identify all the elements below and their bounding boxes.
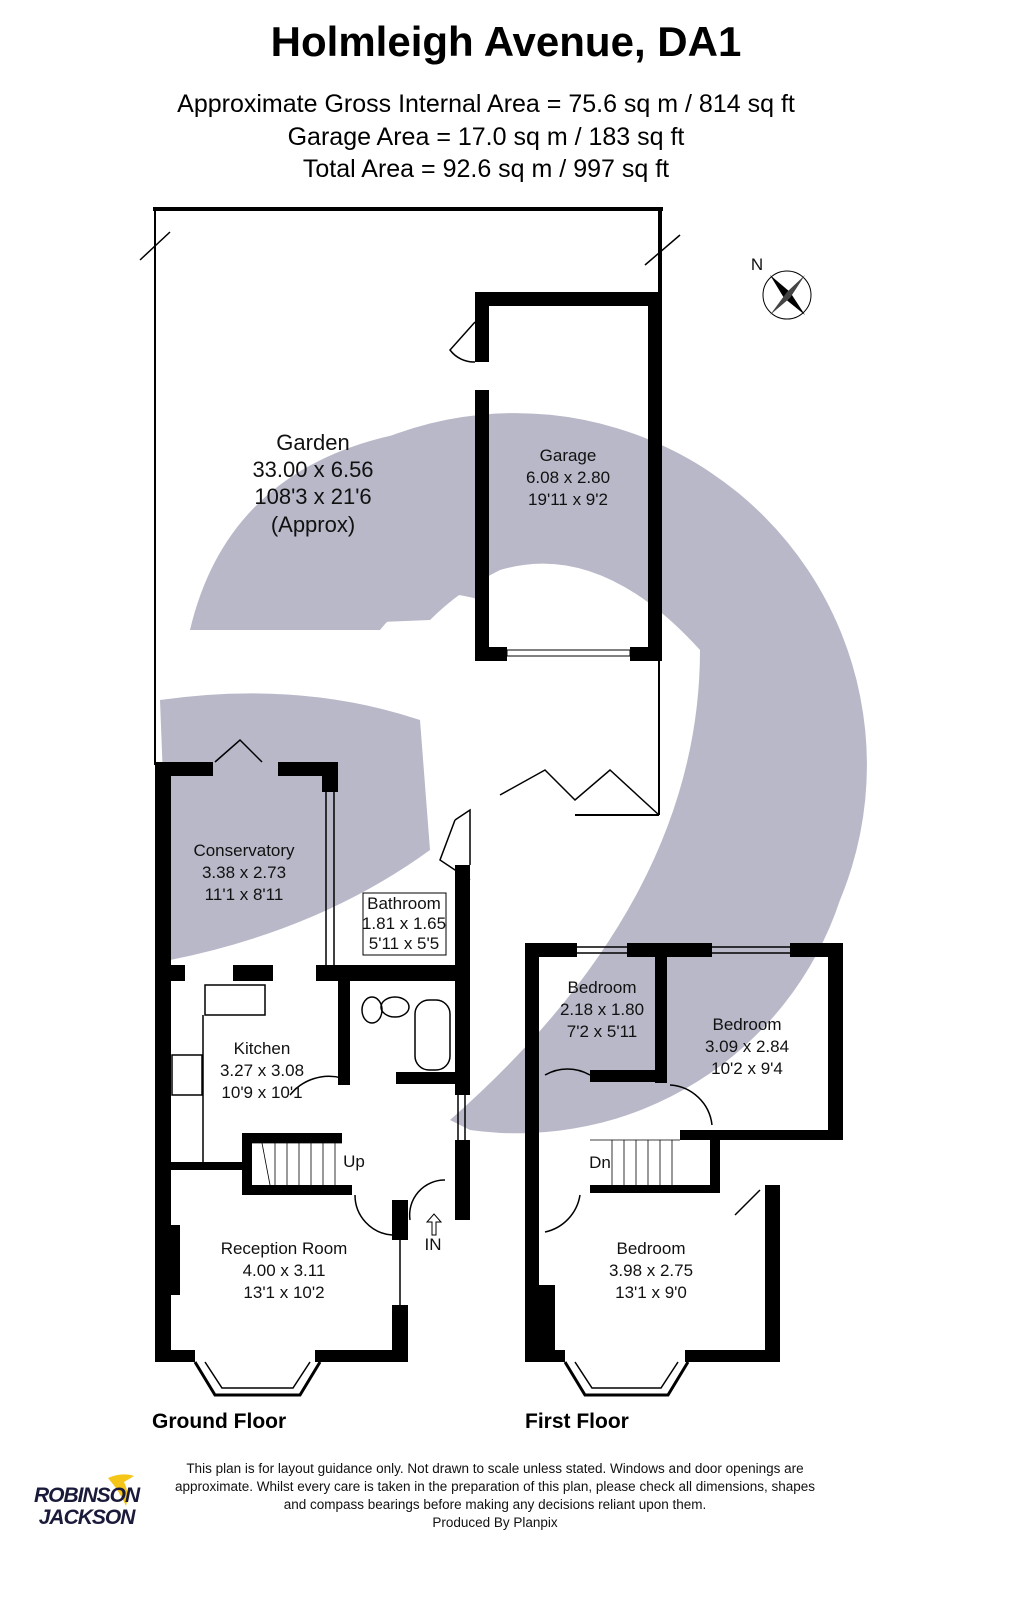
compass-rose-icon: N [751,255,812,320]
svg-text:2.18 x 1.80: 2.18 x 1.80 [560,1000,644,1019]
svg-text:Bedroom: Bedroom [568,978,637,997]
room-bedroom-front: Bedroom 3.98 x 2.75 13'1 x 9'0 [609,1239,693,1302]
garden-boundary [139,207,681,816]
svg-text:3.27 x 3.08: 3.27 x 3.08 [220,1061,304,1080]
stairs-ground [252,1142,342,1186]
disclaimer: This plan is for layout guidance only. N… [170,1460,820,1532]
first-floor-walls [525,943,843,1362]
svg-text:Garden: Garden [276,430,349,455]
entrance-label: IN [425,1235,442,1254]
gross-internal-area: Approximate Gross Internal Area = 75.6 s… [177,90,795,118]
svg-text:3.98 x 2.75: 3.98 x 2.75 [609,1261,693,1280]
bathroom-label-box [362,892,447,956]
svg-text:4.00 x 3.11: 4.00 x 3.11 [243,1261,326,1280]
svg-text:3.09 x 2.84: 3.09 x 2.84 [705,1037,789,1056]
svg-text:11'1 x 8'11: 11'1 x 8'11 [205,885,284,904]
svg-text:13'1 x 10'2: 13'1 x 10'2 [243,1283,324,1302]
plan-title: Holmleigh Avenue, DA1 [270,18,742,65]
compass-north-label: N [751,255,763,274]
agency-logo: ROBINSON JACKSON [34,1484,140,1529]
garage-door [449,321,476,363]
svg-text:10'9 x 10'1: 10'9 x 10'1 [221,1083,302,1102]
logo-bird-icon [108,1474,134,1506]
svg-text:1.81 x 1.65: 1.81 x 1.65 [362,914,446,933]
garage-walls [475,292,662,661]
ground-floor-label: Ground Floor [152,1410,286,1433]
svg-text:(Approx): (Approx) [271,512,355,537]
room-reception: Reception Room 4.00 x 3.11 13'1 x 10'2 [221,1239,348,1302]
credit-text: Produced By Planpix [432,1515,558,1530]
svg-text:Reception Room: Reception Room [221,1239,348,1258]
room-bedroom-rear: Bedroom 3.09 x 2.84 10'2 x 9'4 [705,1015,789,1078]
svg-text:Bedroom: Bedroom [617,1239,686,1258]
svg-text:6.08 x 2.80: 6.08 x 2.80 [526,468,610,487]
svg-text:108'3 x 21'6: 108'3 x 21'6 [254,484,371,509]
logo-line1: ROBINSON [34,1484,140,1507]
stairs-up-label: Up [343,1152,365,1171]
svg-text:3.38 x 2.73: 3.38 x 2.73 [202,863,286,882]
svg-text:Conservatory: Conservatory [193,841,295,860]
disclaimer-text: This plan is for layout guidance only. N… [174,1461,816,1512]
room-garage: Garage 6.08 x 2.80 19'11 x 9'2 [526,446,610,509]
room-bathroom: Bathroom 1.81 x 1.65 5'11 x 5'5 [362,894,446,953]
first-floor-label: First Floor [525,1410,629,1433]
room-conservatory: Conservatory 3.38 x 2.73 11'1 x 8'11 [193,841,295,904]
svg-text:Bedroom: Bedroom [713,1015,782,1034]
total-area: Total Area = 92.6 sq m / 997 sq ft [302,155,670,183]
room-bedroom-small: Bedroom 2.18 x 1.80 7'2 x 5'11 [560,978,644,1041]
first-floor-details [544,946,790,1397]
room-kitchen: Kitchen 3.27 x 3.08 10'9 x 10'1 [220,1039,304,1102]
svg-text:7'2 x 5'11: 7'2 x 5'11 [567,1022,637,1041]
garage-area: Garage Area = 17.0 sq m / 183 sq ft [287,123,685,151]
svg-text:13'1 x 9'0: 13'1 x 9'0 [615,1283,687,1302]
svg-text:Kitchen: Kitchen [234,1039,291,1058]
entrance-arrow-icon [425,1213,443,1236]
svg-text:10'2 x 9'4: 10'2 x 9'4 [711,1059,783,1078]
logo-line2: JACKSON [38,1506,136,1529]
stairs-down-label: Dn [589,1153,611,1172]
svg-text:33.00 x 6.56: 33.00 x 6.56 [252,457,373,482]
svg-text:Bathroom: Bathroom [367,894,441,913]
ground-floor-details [171,738,660,1397]
ground-floor-walls [155,762,470,1362]
svg-text:Garage: Garage [540,446,597,465]
svg-text:5'11 x 5'5: 5'11 x 5'5 [369,934,439,953]
room-garden: Garden 33.00 x 6.56 108'3 x 21'6 (Approx… [252,430,373,537]
svg-text:19'11 x 9'2: 19'11 x 9'2 [528,490,608,509]
